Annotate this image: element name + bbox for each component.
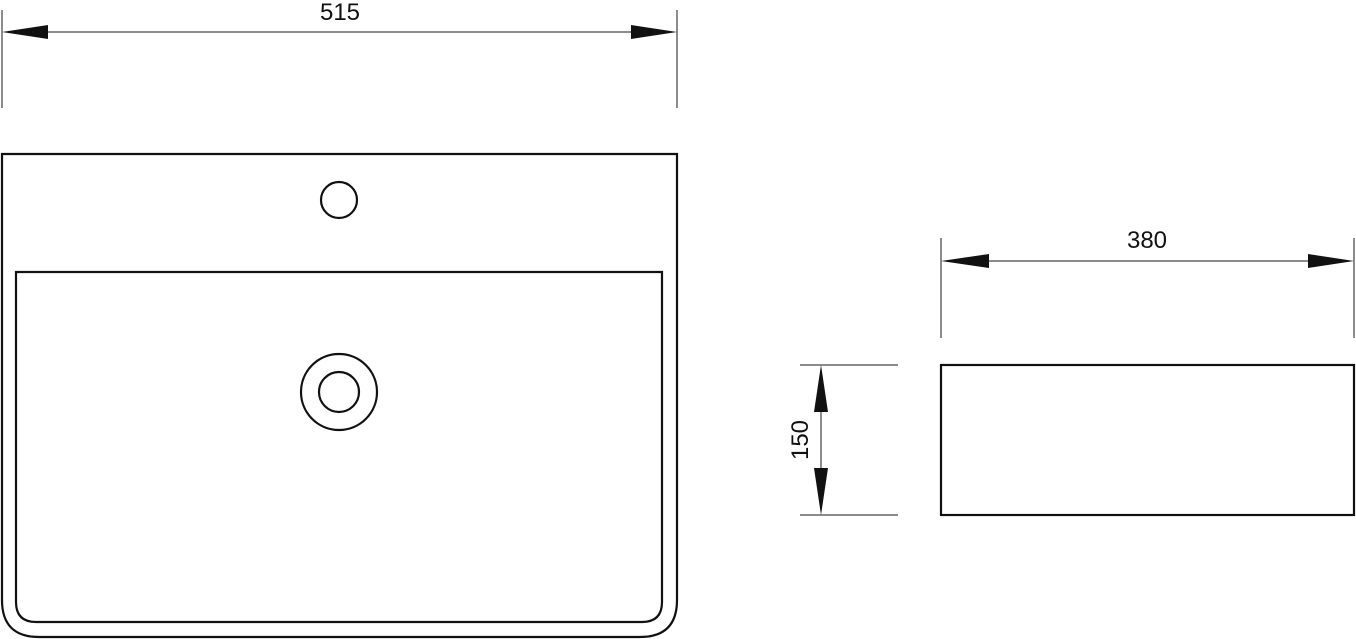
side-depth-dimension: 380 (940, 227, 1355, 338)
arrow-left-icon (2, 25, 48, 39)
basin-outer-outline (0, 152, 679, 639)
top-width-dimension: 515 (1, 0, 678, 108)
arrow-right-icon (1308, 254, 1354, 268)
arrow-right-icon (631, 25, 677, 39)
basin-side-outline (939, 363, 1356, 517)
basin-top-view (0, 152, 679, 639)
arrow-down-icon (814, 468, 828, 515)
side-depth-label: 380 (1127, 227, 1167, 254)
side-height-label: 150 (787, 420, 814, 460)
arrow-up-icon (814, 365, 828, 412)
tap-hole-icon (319, 180, 359, 220)
top-width-label: 515 (320, 0, 360, 26)
arrow-left-icon (941, 254, 989, 268)
side-height-dimension: 150 (787, 364, 898, 516)
basin-bowl-outline (14, 270, 664, 624)
drain-inner-ring-icon (317, 370, 361, 414)
basin-side-view (939, 363, 1356, 517)
drain-outer-ring-icon (299, 352, 379, 432)
